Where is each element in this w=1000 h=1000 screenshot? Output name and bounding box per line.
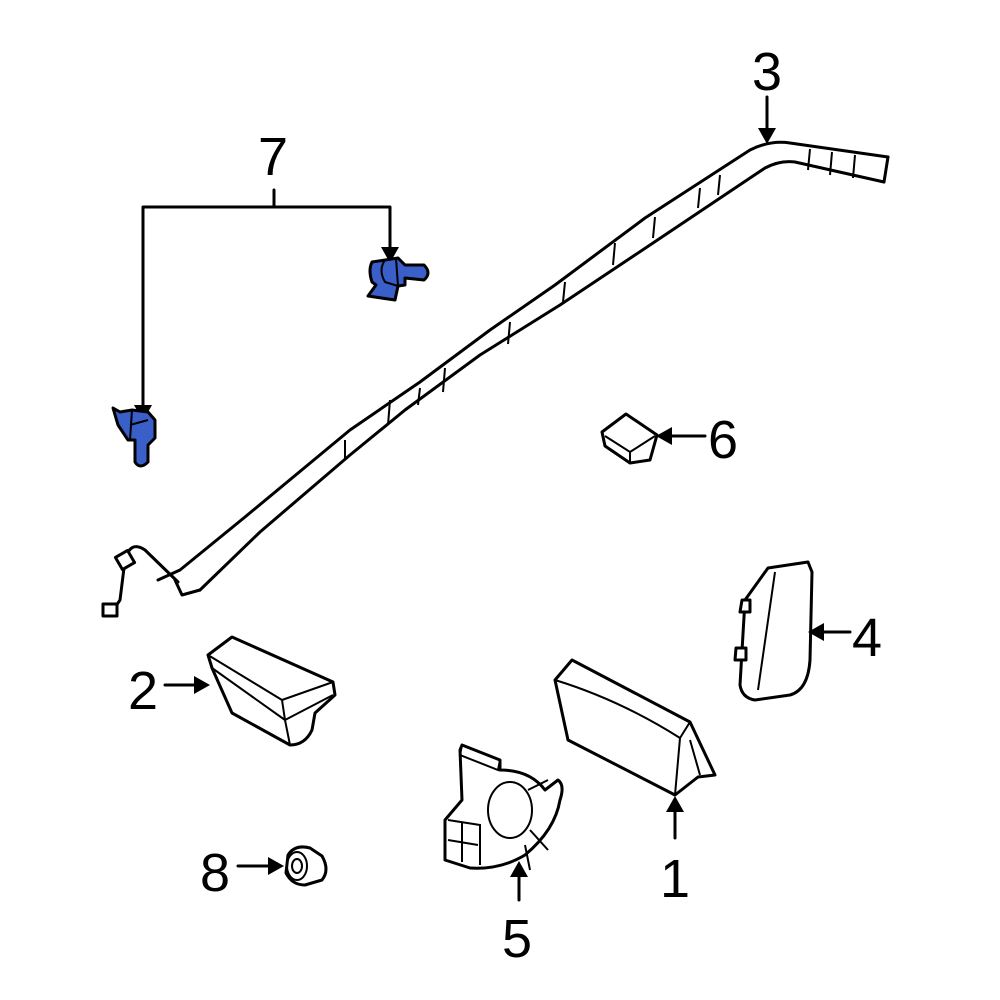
part-7-sensor-lower[interactable] — [111, 406, 157, 468]
part-1-airbag-module[interactable] — [553, 658, 717, 797]
part-2-airbag-module[interactable] — [206, 635, 337, 747]
part-6-sensor[interactable] — [600, 412, 659, 465]
leader-arrow-2 — [163, 676, 210, 694]
part-8-grommet[interactable] — [284, 845, 328, 887]
leader-arrow-3 — [758, 95, 776, 144]
part-5-clockspring[interactable] — [443, 743, 564, 871]
callout-4: 4 — [852, 608, 882, 668]
callout-8: 8 — [200, 843, 230, 903]
callout-7: 7 — [258, 127, 288, 187]
callout-2: 2 — [128, 661, 158, 721]
part-3-curtain-airbag[interactable] — [101, 140, 890, 618]
leader-arrow-5 — [510, 861, 528, 902]
leader-arrow-4 — [808, 623, 852, 641]
leader-bracket-7 — [134, 188, 399, 421]
callout-5: 5 — [502, 909, 532, 969]
callout-6: 6 — [708, 410, 738, 470]
part-7-sensor-upper[interactable] — [366, 256, 430, 302]
leader-arrow-1 — [666, 796, 684, 840]
leader-arrow-8 — [236, 857, 284, 875]
callout-1: 1 — [660, 849, 690, 909]
leader-arrow-6 — [656, 427, 707, 445]
part-4-side-airbag[interactable] — [733, 560, 814, 702]
callout-3: 3 — [752, 42, 782, 102]
